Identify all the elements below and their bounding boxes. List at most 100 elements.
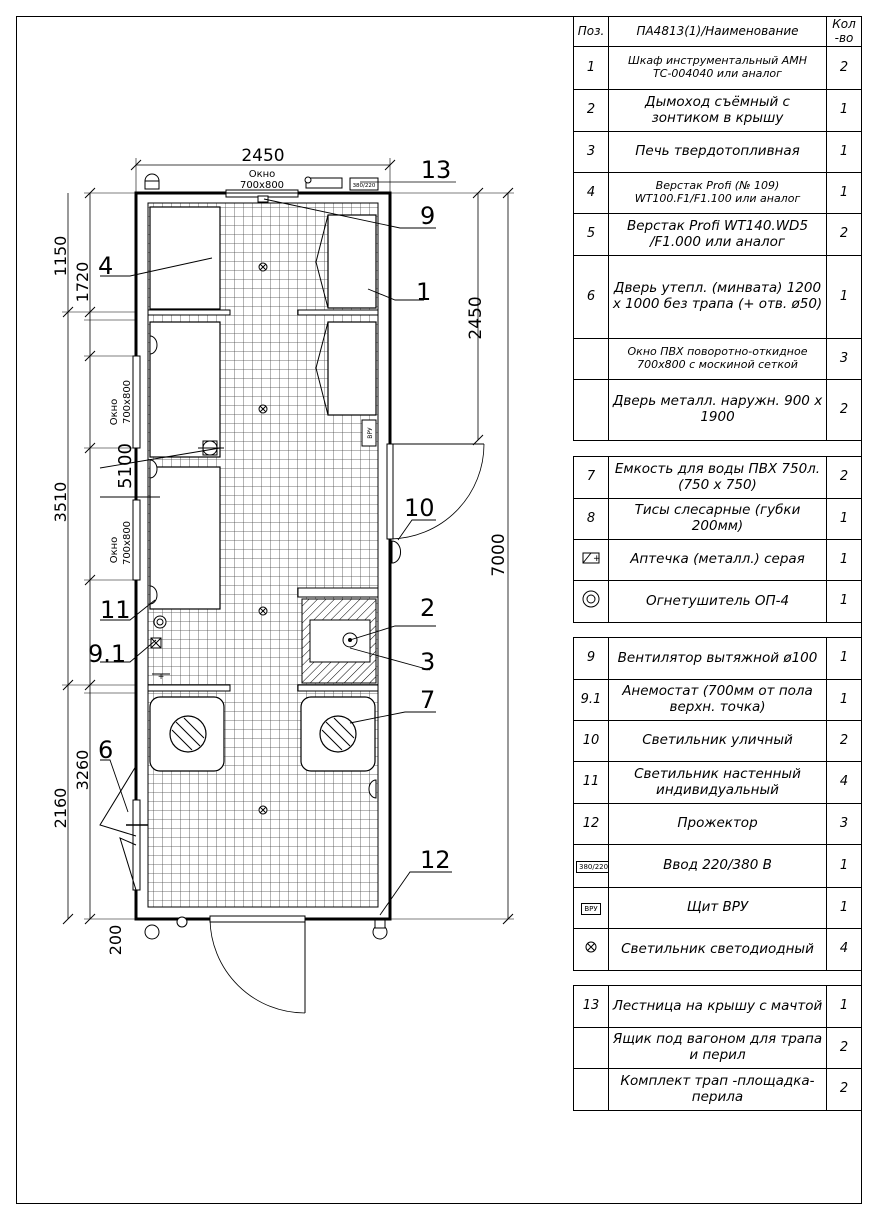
row-pos: 11 (573, 761, 609, 804)
row-name: Дверь утепл. (минвата) 1200 х 1000 без т… (608, 255, 827, 339)
spec-row: 3 Печь твердотопливная 1 (573, 131, 862, 173)
row-qty: 2 (826, 1027, 862, 1069)
row-qty: 4 (826, 761, 862, 804)
spec-row: Окно ПВХ поворотно-откидное 700х800 с мо… (573, 338, 862, 380)
spec-row: 2 Дымоход съёмный с зонтиком в крышу 1 (573, 89, 862, 132)
row-name: Прожектор (608, 803, 827, 845)
row-pos: 5 (573, 213, 609, 256)
callout-10: 10 (404, 494, 435, 522)
window-left-b-label-1: Окно (109, 537, 120, 564)
fire-extinguisher (153, 615, 167, 629)
row-name: Щит ВРУ (608, 887, 827, 929)
callout-13: 13 (421, 156, 452, 184)
row-name: Светильник светодиодный (608, 928, 827, 971)
row-qty: 3 (826, 338, 862, 380)
row-qty: 3 (826, 803, 862, 845)
row-name: Аптечка (металл.) серая (608, 539, 827, 581)
row-name: Верстак Profi WT140.WD5 /F1.000 или анал… (608, 213, 827, 256)
row-qty: 2 (826, 213, 862, 256)
left-window-b (132, 499, 141, 581)
row-qty: 1 (826, 255, 862, 339)
row-pos: 4 (573, 172, 609, 214)
spec-row: Комплект трап -площадка- перила 2 (573, 1068, 862, 1111)
spec-row: 8 Тисы слесарные (губки 200мм) 1 (573, 498, 862, 540)
row-name: Вентилятор вытяжной ø100 (608, 637, 827, 680)
row-qty: 1 (826, 580, 862, 623)
outdoor-light-10 (391, 540, 401, 564)
row-name: Анемостат (700мм от пола верхн. точка) (608, 679, 827, 721)
dim-right-7000: 7000 (489, 533, 509, 576)
spec-table-group-3: 9 Вентилятор вытяжной ø100 1 9.1 Анемост… (573, 637, 862, 971)
first-aid-kit-icon: + (573, 539, 609, 581)
row-pos: 9 (573, 637, 609, 680)
row-qty: 2 (826, 46, 862, 90)
vru-panel (361, 419, 377, 447)
row-pos: 13 (573, 985, 609, 1028)
wall-lights-11 (149, 335, 377, 799)
row-qty: 1 (826, 89, 862, 132)
window-left-a-label-1: Окно (109, 399, 120, 426)
header-qty: Кол -во (826, 16, 862, 47)
callout-11: 11 (100, 596, 131, 624)
row-qty: 1 (826, 844, 862, 888)
callout-6: 6 (98, 736, 113, 764)
row-qty: 2 (826, 456, 862, 499)
spec-row: 9.1 Анемостат (700мм от пола верхн. точк… (573, 679, 862, 721)
header-name: ПА4813(1)/Наименование (608, 16, 827, 47)
row-name: Ввод 220/380 В (608, 844, 827, 888)
row-qty: 1 (826, 539, 862, 581)
row-pos: 9.1 (573, 679, 609, 721)
row-qty: 1 (826, 679, 862, 721)
left-window-a (132, 355, 141, 449)
window-top-label-1: Окно (249, 169, 276, 180)
row-name: Лестница на крышу с мачтой (608, 985, 827, 1028)
spec-row: 9 Вентилятор вытяжной ø100 1 (573, 637, 862, 680)
window-left-a-label-2: 700х800 (122, 380, 133, 424)
row-qty: 4 (826, 928, 862, 971)
exhaust-fan-9 (257, 195, 269, 203)
row-name: Емкость для воды ПВХ 750л. (750 х 750) (608, 456, 827, 499)
led-ceiling-lights (258, 262, 268, 815)
water-tank-7a (149, 696, 225, 772)
row-qty: 1 (826, 172, 862, 214)
dim-right-2450: 2450 (466, 296, 486, 339)
row-pos: 1 (573, 46, 609, 90)
row-pos: 12 (573, 803, 609, 845)
vise-8 (198, 440, 224, 456)
row-name: Шкаф инструментальный АМН ТС-004040 или … (608, 46, 827, 90)
vru-panel-icon: ВРУ (573, 887, 609, 929)
power-input-label: 380/220 (353, 183, 376, 189)
row-name: Дымоход съёмный с зонтиком в крышу (608, 89, 827, 132)
spec-row: 6 Дверь утепл. (минвата) 1200 х 1000 без… (573, 255, 862, 339)
row-name: Печь твердотопливная (608, 131, 827, 173)
row-qty: 2 (826, 379, 862, 441)
dim-3510: 3510 (51, 482, 70, 523)
spec-row: + Аптечка (металл.) серая 1 (573, 539, 862, 581)
window-top-label-2: 700х800 (240, 180, 284, 191)
spec-row: 1 Шкаф инструментальный АМН ТС-004040 ил… (573, 46, 862, 90)
spec-row: 7 Емкость для воды ПВХ 750л. (750 х 750)… (573, 456, 862, 499)
spec-table-group-4: 13 Лестница на крышу с мачтой 1 Ящик под… (573, 985, 862, 1111)
header-pos: Поз. (573, 16, 609, 47)
tool-cabinet-1a (327, 214, 377, 309)
row-pos (573, 1068, 609, 1111)
row-name: Тисы слесарные (губки 200мм) (608, 498, 827, 540)
roof-ladder (305, 177, 343, 189)
row-qty: 1 (826, 887, 862, 929)
dim-200: 200 (106, 925, 125, 956)
dim-1150: 1150 (51, 236, 70, 277)
spec-row: 13 Лестница на крышу с мачтой 1 (573, 985, 862, 1028)
callout-4: 4 (98, 252, 113, 280)
row-name: Окно ПВХ поворотно-откидное 700х800 с мо… (608, 338, 827, 380)
callout-7: 7 (420, 686, 435, 714)
row-pos (573, 379, 609, 441)
row-qty: 1 (826, 498, 862, 540)
spec-row: 380/220 Ввод 220/380 В 1 (573, 844, 862, 888)
spec-row: Дверь металл. наружн. 900 х 1900 2 (573, 379, 862, 441)
workbench-5a (149, 321, 221, 458)
row-pos: 10 (573, 720, 609, 762)
row-name: Верстак Profi (№ 109) WT100.F1/F1.100 ил… (608, 172, 827, 214)
spec-row: 10 Светильник уличный 2 (573, 720, 862, 762)
first-aid-kit: + (152, 672, 170, 683)
